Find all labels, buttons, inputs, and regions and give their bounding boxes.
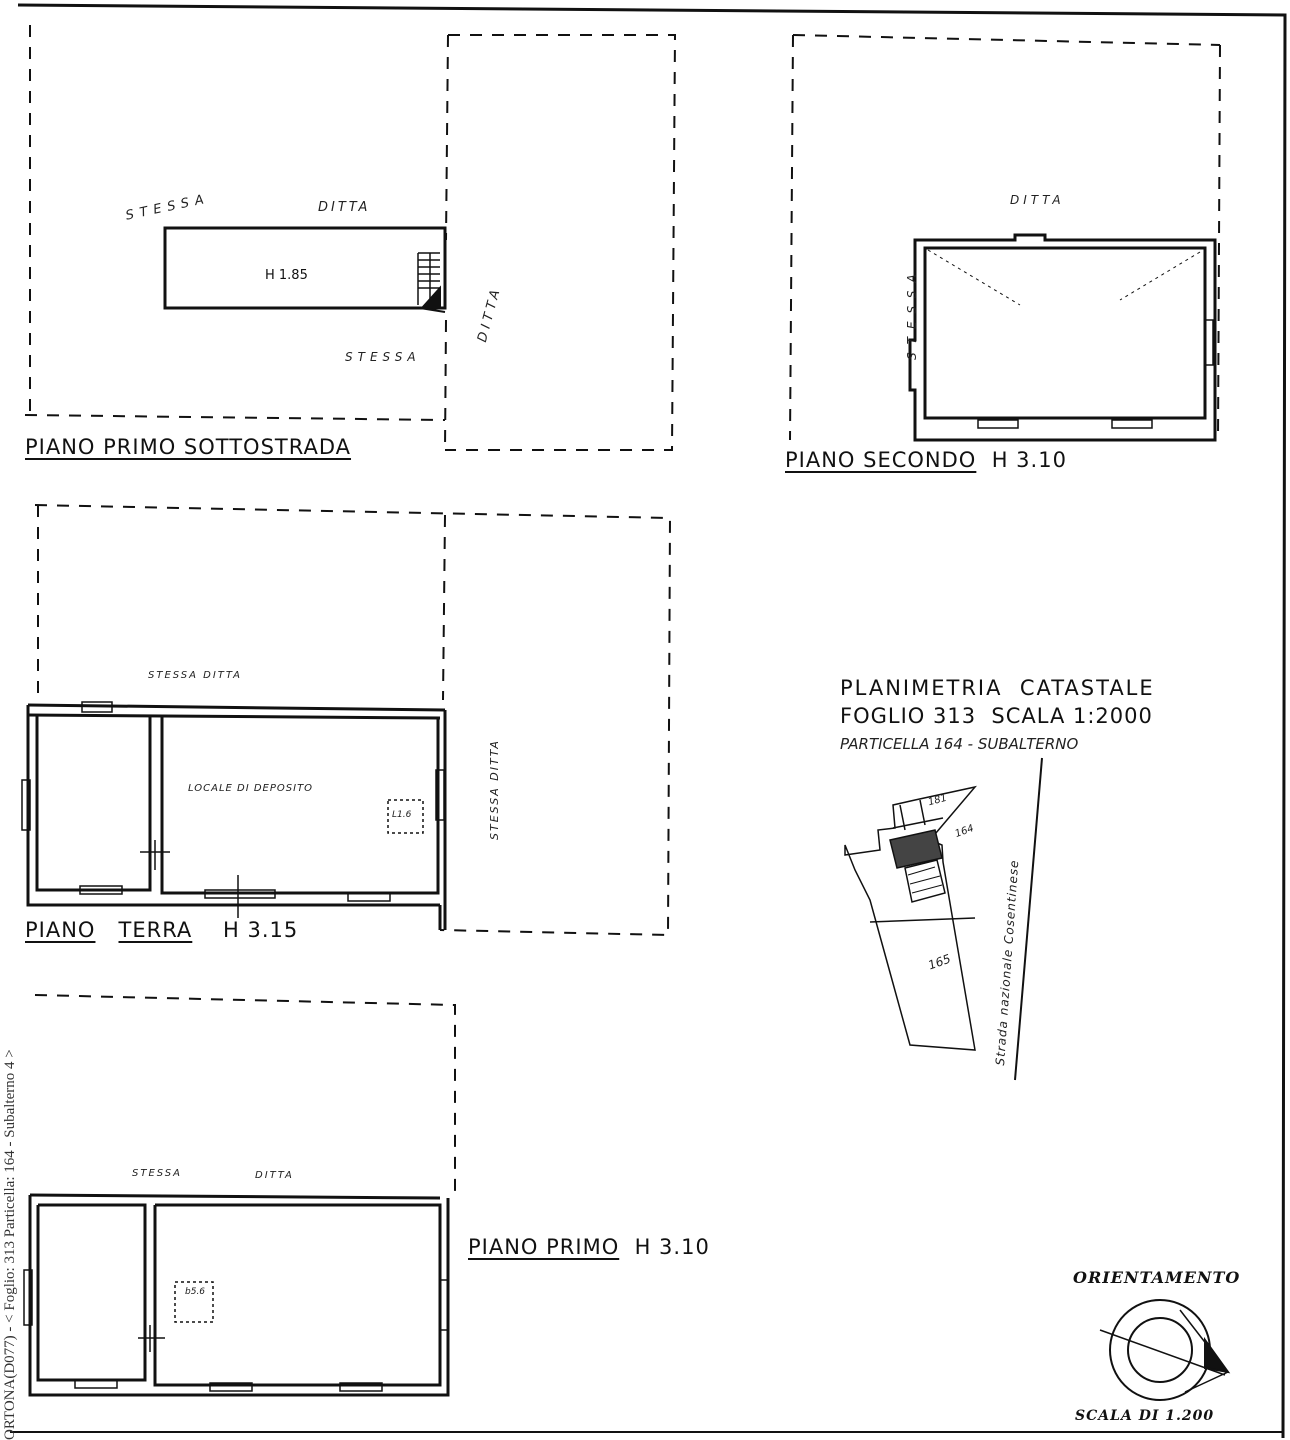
label-stessa: STESSA <box>132 1168 182 1179</box>
label-stessa-ditta-right: STESSA DITTA <box>488 739 501 840</box>
label-ditta: DITTA <box>255 1170 294 1181</box>
plan-title-primo: PIANO PRIMO H 3.10 <box>468 1235 710 1259</box>
label-stessa: STESSA <box>905 266 919 360</box>
margin-note: ORTONA(D077) - < Foglio: 313 Particella:… <box>2 1049 18 1440</box>
plan-title-secondo: PIANO SECONDO H 3.10 <box>785 448 1067 472</box>
plan-terra <box>34 504 672 937</box>
cadastral-title: PLANIMETRIA CATASTALE <box>840 676 1155 700</box>
label-stessa-ditta: STESSA DITTA <box>148 670 242 681</box>
room-secondo <box>908 233 1217 442</box>
cadastral-parcel: PARTICELLA 164 - SUBALTERNO <box>840 735 1079 753</box>
cadastral-map <box>844 757 1043 1081</box>
room-box-label: L1.6 <box>392 810 412 820</box>
room-sottostrada <box>163 226 447 313</box>
scale-label: SCALA DI 1.200 <box>1075 1408 1215 1424</box>
label-ditta: DITTA <box>318 200 371 215</box>
cadastral-sheet-scale: FOGLIO 313 SCALA 1:2000 <box>840 704 1153 728</box>
plan-title-terra: PIANO TERRA H 3.15 <box>25 918 299 942</box>
plan-title-sottostrada: PIANO PRIMO SOTTOSTRADA <box>25 435 352 459</box>
plan-secondo <box>789 34 1221 441</box>
rooms-terra <box>21 701 447 930</box>
room-box-label: b5.6 <box>185 1287 206 1297</box>
rooms-primo <box>23 1193 450 1397</box>
plan-primo <box>34 994 456 1195</box>
label-stessa-bottom: STESSA <box>345 350 421 364</box>
room-height: H 1.85 <box>265 268 308 283</box>
compass-north-arrow-icon <box>1099 1299 1231 1401</box>
label-ditta: DITTA <box>1010 193 1065 207</box>
orientation-title: ORIENTAMENTO <box>1073 1268 1241 1287</box>
room-label: LOCALE DI DEPOSITO <box>188 783 314 794</box>
plan-sottostrada <box>24 25 677 451</box>
sheet-border <box>17 3 1287 1439</box>
